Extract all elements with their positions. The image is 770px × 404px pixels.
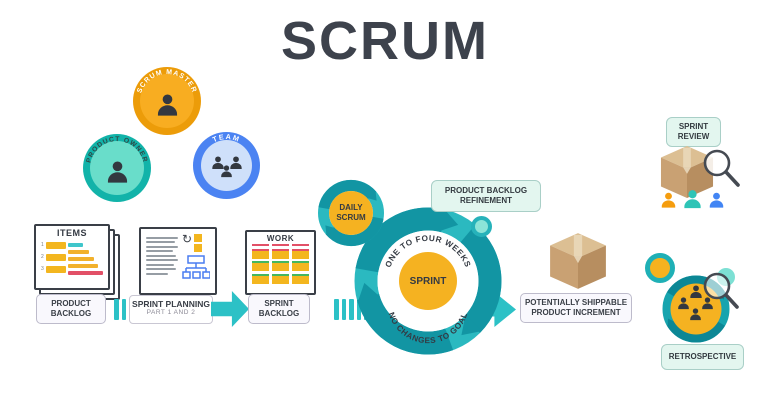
team-inner [201, 140, 252, 191]
team-circle: TEAM [193, 132, 260, 199]
yellow-square [194, 234, 203, 242]
sprint-backlog-label-text: SPRINT BACKLOG [258, 298, 300, 318]
sprint-planning-sublabel: PART 1 AND 2 [146, 309, 196, 316]
item-number: 1 [41, 242, 44, 248]
increment-label: POTENTIALLY SHIPPABLE PRODUCT INCREMENT [520, 293, 632, 323]
increment-label-text: POTENTIALLY SHIPPABLE PRODUCT INCREMENT [524, 297, 628, 317]
sprint-review-label: SPRINT REVIEW [666, 117, 721, 147]
item-number: 2 [41, 254, 44, 260]
sprint-planning-label-text: SPRINT PLANNING [132, 299, 210, 309]
scrum-master-circle: SCRUM MASTER [133, 67, 201, 135]
product-backlog-label: PRODUCT BACKLOG [36, 294, 106, 324]
sprint-backlog-label: SPRINT BACKLOG [248, 294, 310, 324]
team-arc-text: TEAM [211, 132, 242, 144]
svg-text:PRODUCT OWNER: PRODUCT OWNER [86, 136, 149, 164]
column-header [272, 244, 289, 246]
sticky-note [252, 273, 269, 284]
sprint-planning-label: SPRINT PLANNING PART 1 AND 2 [129, 295, 213, 324]
sprint-center-label: SPRINT [410, 276, 447, 287]
items-card-title: ITEMS [56, 228, 87, 238]
retrospective-label: RETROSPECTIVE [661, 344, 744, 370]
sticky-note [252, 248, 269, 259]
retro-small-circle [645, 253, 675, 283]
retro-magnifier-icon [703, 268, 739, 309]
product-owner-arc-text: PRODUCT OWNER [86, 136, 149, 164]
refine-icon: ↻ [182, 232, 210, 252]
page-title: SCRUM [281, 11, 489, 71]
kanban-column [272, 244, 289, 284]
item-block [45, 265, 66, 273]
dash [341, 299, 346, 320]
refinement-dot [471, 216, 492, 237]
bar [68, 256, 94, 261]
sprint-planning-card: ↻ [139, 227, 217, 295]
sticky-note [252, 261, 269, 271]
item-block [45, 253, 66, 261]
product-backlog-label-text: PRODUCT BACKLOG [50, 298, 92, 318]
bar [68, 242, 83, 247]
items-priority-bars [68, 239, 103, 278]
daily-scrum-label: DAILY SCRUM [336, 203, 366, 222]
product-backlog-card: ITEMS 1 2 3 [34, 224, 120, 300]
sticky-note [272, 273, 289, 284]
svg-text:TEAM: TEAM [211, 132, 242, 144]
column-header [252, 244, 269, 246]
kanban-column [252, 244, 269, 284]
dash [356, 299, 361, 320]
dash [122, 299, 126, 320]
yellow-square [194, 244, 203, 252]
sticky-note [292, 273, 309, 284]
flowchart-icon [182, 255, 211, 279]
sprint-backlog-card: WORK [245, 230, 316, 295]
sticky-note [272, 261, 289, 271]
scrum-master-arc-text: SCRUM MASTER [136, 69, 197, 94]
bar [68, 249, 89, 254]
dash [334, 299, 339, 320]
refinement-label-text: PRODUCT BACKLOG REFINEMENT [444, 185, 528, 205]
svg-text:SCRUM MASTER: SCRUM MASTER [136, 69, 197, 94]
sticky-note [272, 248, 289, 259]
refinement-label: PRODUCT BACKLOG REFINEMENT [431, 180, 541, 212]
product-owner-inner [90, 141, 144, 195]
kanban-column [292, 244, 309, 284]
daily-scrum-circle [318, 179, 384, 247]
items-list: 1 2 3 [41, 239, 68, 278]
product-owner-circle: PRODUCT OWNER [83, 134, 151, 202]
sprint-cycle-circle: ONE TO FOUR WEEKS NO CHANGES TO GOAL SPR… [354, 207, 502, 355]
retrospective-label-text: RETROSPECTIVE [668, 351, 737, 361]
bar [68, 270, 103, 275]
sticky-note [292, 261, 309, 271]
shipping-box-icon [550, 233, 606, 289]
column-header [292, 244, 309, 246]
scrum-master-inner [140, 74, 194, 128]
cycle-arrows-icon: ↻ [182, 232, 193, 246]
sprint-review-label-text: SPRINT REVIEW [677, 121, 710, 141]
sticky-note [292, 248, 309, 259]
dash [349, 299, 354, 320]
work-card-title: WORK [266, 234, 295, 243]
item-block [45, 241, 66, 249]
dash [114, 299, 119, 320]
item-number: 3 [41, 266, 44, 272]
arrow-right-icon [211, 291, 249, 327]
card-page-front: ITEMS 1 2 3 [34, 224, 110, 290]
magnifier-icon [703, 149, 740, 187]
document-text-lines [146, 234, 178, 286]
bar [68, 263, 98, 268]
